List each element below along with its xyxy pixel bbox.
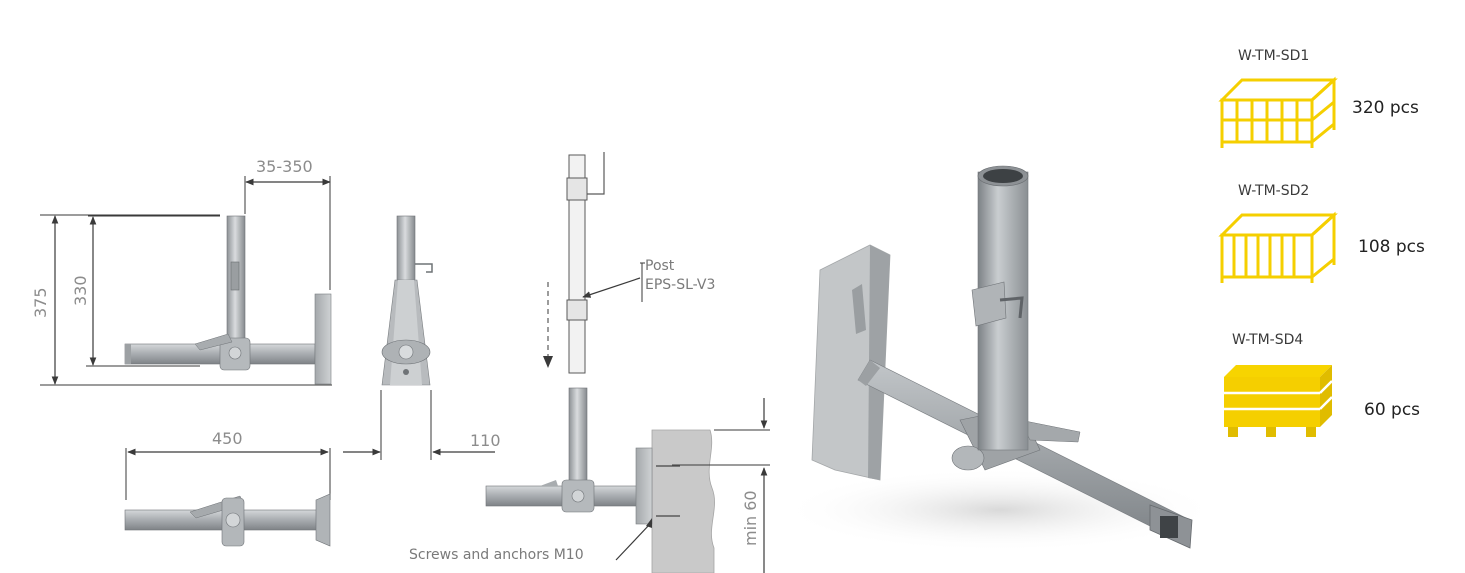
fixings-callout: Screws and anchors M10 bbox=[409, 547, 584, 563]
post-assembly-view bbox=[485, 152, 770, 573]
package-quantity-1: 320 pcs bbox=[1352, 98, 1419, 118]
front-view bbox=[40, 176, 332, 386]
inner-height-label: 330 bbox=[71, 275, 90, 306]
length-dimension-label: 450 bbox=[212, 429, 243, 448]
package-code-3: W-TM-SD4 bbox=[1232, 332, 1304, 348]
package-quantity-2: 108 pcs bbox=[1358, 237, 1425, 257]
post-callout-name: Post bbox=[645, 258, 675, 274]
offset-dimension-label: 35-350 bbox=[256, 157, 313, 176]
min-edge-distance-label: min 60 bbox=[741, 490, 760, 546]
plan-view bbox=[124, 448, 331, 547]
wooden-crate-icon bbox=[1224, 365, 1333, 437]
width-dimension-label: 110 bbox=[470, 431, 501, 450]
side-view bbox=[343, 215, 495, 460]
total-height-label: 375 bbox=[31, 287, 50, 318]
packaging-icons bbox=[1218, 76, 1338, 437]
wire-basket-icon-2 bbox=[1218, 211, 1338, 283]
package-code-2: W-TM-SD2 bbox=[1238, 183, 1310, 199]
post-callout-code: EPS-SL-V3 bbox=[645, 277, 716, 293]
product-render bbox=[780, 165, 1220, 552]
package-code-1: W-TM-SD1 bbox=[1238, 48, 1310, 64]
wire-basket-icon-1 bbox=[1218, 76, 1338, 148]
package-quantity-3: 60 pcs bbox=[1364, 400, 1421, 420]
